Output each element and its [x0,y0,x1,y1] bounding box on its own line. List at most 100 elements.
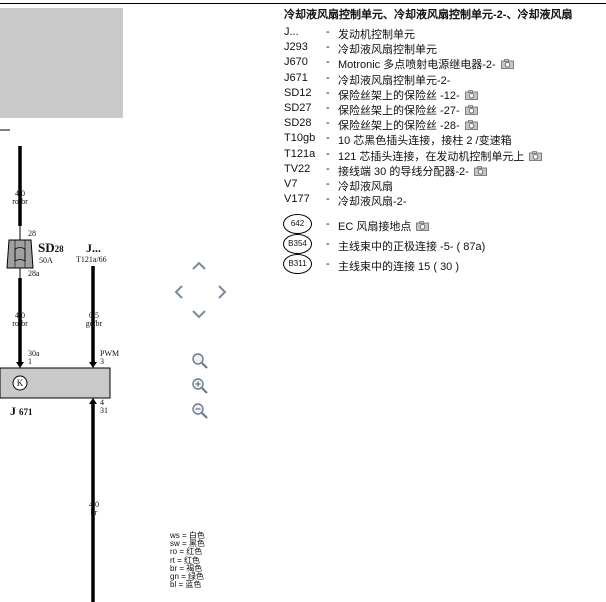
color-key-entry: ro = 红色 [170,547,203,557]
zoom-fit-button[interactable] [191,352,209,370]
legend-item-desc: 冷却液风扇 [338,181,393,193]
wire3-color: ge/br [85,319,103,328]
fuse-symbol [6,239,34,269]
zoom-in-button[interactable] [191,377,209,395]
legend-item-desc: 保险丝架上的保险丝 -12- [338,87,478,103]
control-unit-name: J [10,404,16,418]
wiring-diagram: 4,0 ro/br 28 28a SD28 50A J... T121a/66 … [0,0,270,602]
chevron-left-icon [174,285,183,299]
ground-point-symbol: B354 [283,234,312,255]
arrow-up-31 [89,398,97,404]
arrow-down-30a [16,362,24,368]
fuse-pin-top: 28 [28,229,36,238]
parts-legend: 冷却液风扇控制单元、冷却液风扇控制单元-2-、冷却液风扇 J...-发动机控制单… [283,6,606,275]
wire4-label: 4,0 br [80,501,108,517]
legend-item-code: TV22 [284,162,311,175]
pan-down-button[interactable] [189,308,209,324]
legend-item-desc: 冷却液风扇控制单元-2- [338,74,451,87]
legend-item-dash: - [326,117,330,130]
zoom-out-button[interactable] [191,402,209,420]
legend-item-code: SD27 [284,102,312,114]
ground-point-symbol: 642 [283,214,312,235]
camera-icon[interactable] [529,150,543,161]
pin-1: 1 [28,357,32,366]
camera-icon[interactable] [464,105,478,115]
legend-item-dash: - [326,26,330,38]
camera-icon[interactable] [464,89,478,100]
legend-item-code: T10gb [284,132,316,145]
pin-30a-group: 30a 1 [28,350,40,366]
legend-item-desc: 保险丝架上的保险丝 -28- [338,117,478,133]
ecu-connector: T121a/66 [76,255,107,264]
color-key-entry: sw = 黑色 [170,539,205,549]
legend-item-desc: 冷却液风扇-2- [338,196,407,209]
legend-item-dash: - [326,132,330,145]
wire2-size: 4,0 [15,311,25,320]
legend-title: 冷却液风扇控制单元、冷却液风扇控制单元-2-、冷却液风扇 [284,9,573,21]
legend-item-desc: 主线束中的连接 15 ( 30 ) [338,261,460,274]
color-key-entry: br = 褐色 [170,563,203,573]
camera-icon[interactable] [500,59,514,70]
chevron-down-icon [192,310,206,319]
legend-item-dash: - [326,162,330,175]
color-key-entry: bl = 蓝色 [170,580,202,590]
control-unit-number: 671 [19,407,33,417]
wire2-label: 4,0 ro/br [6,312,34,328]
legend-item-dash: - [326,102,330,114]
ground-point-symbol: B311 [283,254,312,275]
wire2-color: ro/br [12,319,28,328]
camera-icon[interactable] [473,165,487,176]
legend-item-dash: - [326,238,330,251]
wiring-svg [0,129,111,602]
legend-item-desc: 121 芯插头连接，在发动机控制单元上 [338,148,543,164]
legend-item-code: SD12 [284,86,312,99]
chevron-right-icon [218,285,227,299]
fuse-label: SD28 [38,240,64,256]
legend-item-code: J670 [284,56,308,69]
fuse-number: 28 [54,244,64,254]
legend-item-code: J671 [284,71,308,84]
legend-item-dash: - [326,56,330,69]
ecu-label: J... [86,241,101,255]
legend-item-desc: EC 风扇接地点 [338,218,430,234]
legend-item-dash: - [326,147,330,160]
legend-item-dash: - [326,178,330,190]
color-key-entry: rt = 红色 [170,555,201,565]
fuse-rating: 50A [39,256,53,265]
camera-icon[interactable] [464,120,478,131]
legend-item-desc: 主线束中的正极连接 -5- ( 87a) [338,241,486,254]
zoom-out-icon [192,403,208,419]
wire1-label: 4,0 ro/br [6,190,34,206]
pwm-label: PWM [100,349,120,358]
legend-item-desc: Motronic 多点喷射电源继电器-2- [338,56,514,72]
legend-item-dash: - [326,41,330,54]
legend-item-desc: 发动机控制单元 [338,29,415,41]
legend-item-code: V177 [284,193,310,206]
chevron-up-icon [192,261,206,270]
legend-item-desc: 保险丝架上的保险丝 -27- [338,102,478,118]
control-symbol [12,375,28,391]
top-border [0,3,606,4]
control-symbol-letter: K [16,378,24,388]
pan-left-button[interactable] [168,282,188,299]
control-unit-label: J 671 [10,404,33,419]
wire3-size: 0,5 [89,311,99,320]
wire1-size: 4,0 [15,189,25,198]
legend-item-desc: 接线端 30 的导线分配器-2- [338,163,487,179]
legend-item-dash: - [326,71,330,84]
pin-31-group: 4 31 [100,399,108,415]
wire4-size: 4,0 [89,500,99,509]
pan-up-button[interactable] [189,258,209,274]
wire1-color: ro/br [12,197,28,206]
pan-right-button[interactable] [213,282,233,299]
legend-item-dash: - [326,218,330,231]
pin-4: 4 [100,398,104,407]
color-key-entry: ws = 白色 [170,531,205,540]
legend-item-code: SD28 [284,117,312,130]
camera-icon[interactable] [416,221,430,232]
zoom-in-icon [192,378,208,394]
legend-item-code: V7 [284,178,298,190]
pin-3: 3 [100,357,104,366]
pin-30a: 30a [28,349,40,358]
